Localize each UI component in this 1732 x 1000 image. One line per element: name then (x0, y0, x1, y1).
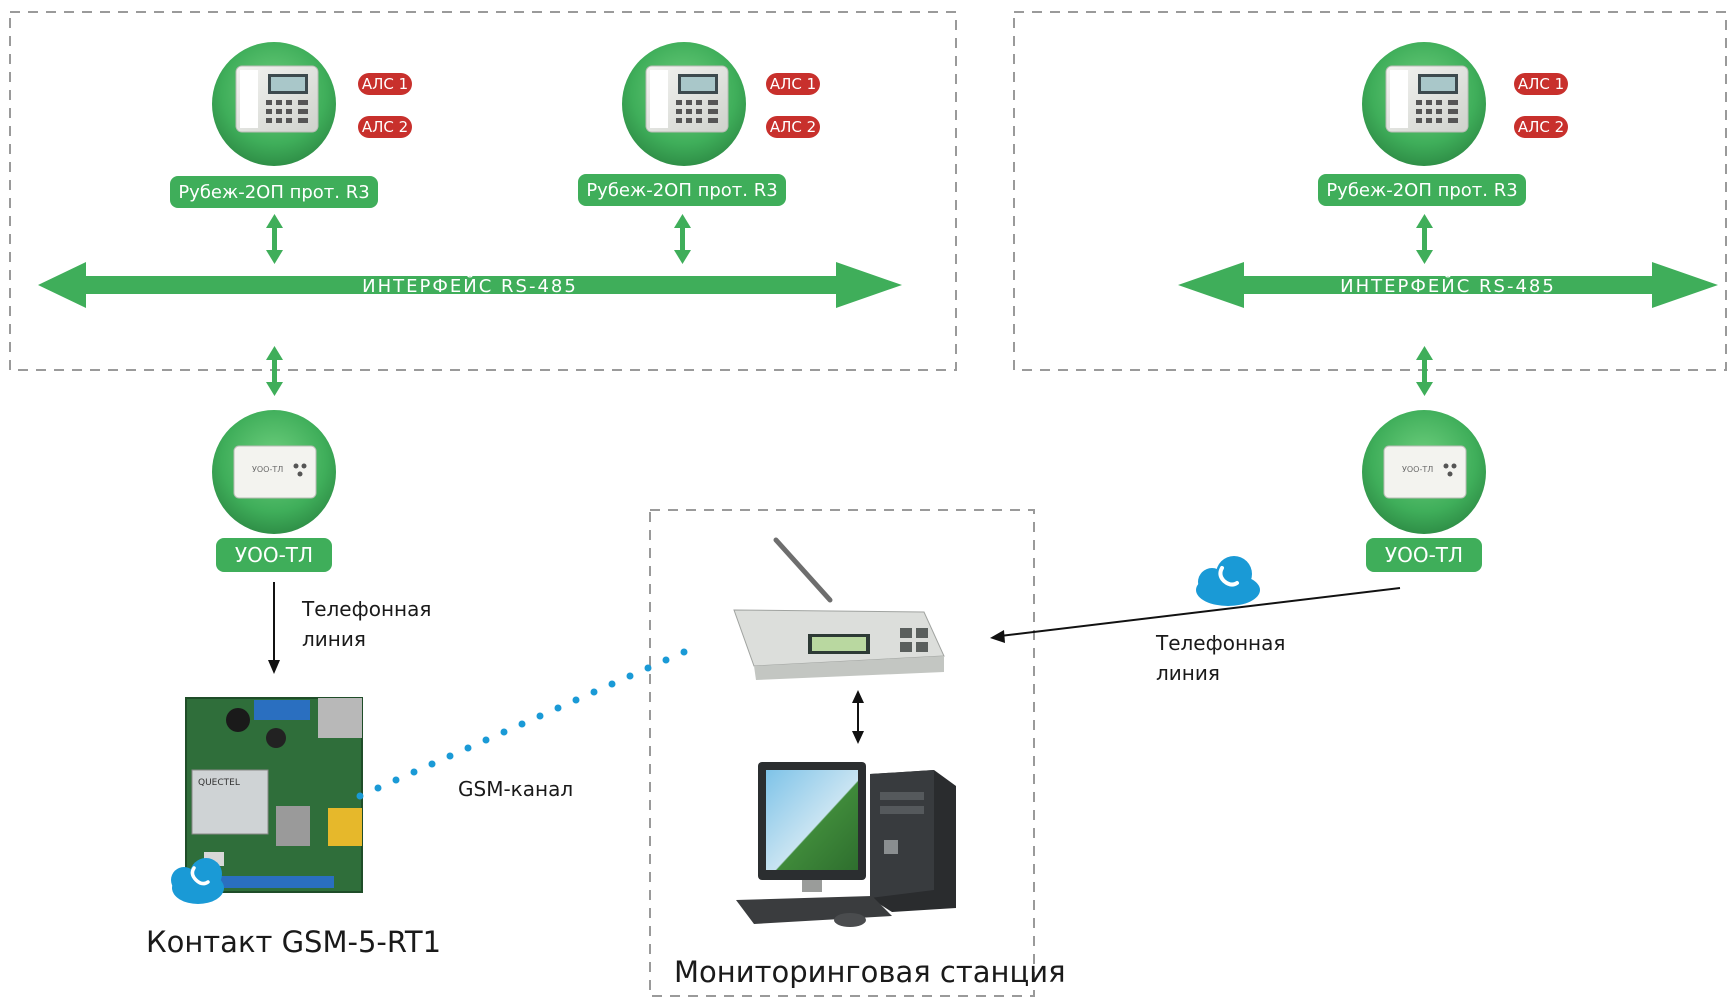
right-uoo: УОО-ТЛ УОО-ТЛ (1362, 410, 1486, 572)
green-arrow-icon (1416, 346, 1433, 396)
panel-label-pill (1318, 174, 1526, 206)
panel-label: Рубеж-2ОП прот. R3 (178, 182, 369, 203)
loop1-label: АЛС 1 (1518, 75, 1564, 93)
loop2-tag (358, 116, 412, 138)
right-phone-line-text-1: Телефонная (1155, 631, 1285, 655)
loop1-label: АЛС 1 (770, 75, 816, 93)
loop1-tag (358, 73, 412, 95)
right-phone-line-text-2: линия (1156, 661, 1220, 685)
loop2-label: АЛС 2 (362, 118, 408, 136)
left-phone-line: Телефонная линия (268, 582, 431, 674)
uoo-device-icon: УОО-ТЛ (212, 410, 336, 534)
right-phone-line: Телефонная линия (990, 587, 1401, 685)
monitoring-title: Мониторинговая станция (674, 955, 1066, 989)
receiver-icon (733, 537, 945, 680)
panel-b: АЛС 1 АЛС 2 Рубеж-2ОП прот. R3 (578, 42, 862, 264)
uoo-label: УОО-ТЛ (235, 543, 313, 567)
green-arrow-icon (674, 214, 691, 264)
gsm-device-title: Контакт GSM-5-RT1 (146, 925, 441, 959)
uoo-device-text: УОО-ТЛ (1402, 465, 1433, 474)
panel-label: Рубеж-2ОП прот. R3 (1326, 180, 1517, 201)
loop1-label: АЛС 1 (362, 75, 408, 93)
left-phone-line-text-1: Телефонная (301, 597, 431, 621)
gsm-board-icon: QUECTEL (185, 697, 363, 893)
gsm-channel-dots (356, 648, 688, 800)
loop2-tag (766, 116, 820, 138)
gsm-module-text: QUECTEL (198, 778, 240, 788)
panel-label-pill (578, 174, 786, 206)
right-panel: АЛС 1 АЛС 2 Рубеж-2ОП прот. R3 (1318, 42, 1604, 264)
panel-label: Рубеж-2ОП прот. R3 (586, 180, 777, 201)
uoo-label-pill (216, 538, 332, 572)
panel-device-icon (212, 42, 336, 166)
loop1-tag (1514, 73, 1568, 95)
phone-cloud-icon (171, 858, 224, 904)
left-phone-line-text-2: линия (302, 627, 366, 651)
phone-cloud-icon (1196, 556, 1260, 606)
green-arrow-icon (266, 214, 283, 264)
left-uoo: УОО-ТЛ УОО-ТЛ (212, 410, 336, 572)
left-bus-label: ИНТЕРФЕЙС RS-485 (362, 275, 578, 297)
computer-icon (736, 762, 956, 927)
panel-a: АЛС 1 АЛС 2 Рубеж-2ОП прот. R3 (170, 42, 452, 264)
monitoring-frame (649, 509, 1035, 997)
left-bus: ИНТЕРФЕЙС RS-485 (38, 262, 902, 308)
uoo-label: УОО-ТЛ (1385, 543, 1463, 567)
green-arrow-icon (1416, 214, 1433, 264)
right-bus-label: ИНТЕРФЕЙС RS-485 (1340, 275, 1556, 297)
loop2-label: АЛС 2 (770, 118, 816, 136)
uoo-device-text: УОО-ТЛ (252, 465, 283, 474)
uoo-label-pill (1366, 538, 1482, 572)
left-group-frame (9, 11, 957, 371)
panel-device-icon (622, 42, 746, 166)
right-bus: ИНТЕРФЕЙС RS-485 (1178, 262, 1718, 308)
panel-device-icon (1362, 42, 1486, 166)
panel-label-pill (170, 176, 378, 208)
loop2-label: АЛС 2 (1518, 118, 1564, 136)
loop1-tag (766, 73, 820, 95)
green-arrow-icon (266, 346, 283, 396)
uoo-device-icon: УОО-ТЛ (1362, 410, 1486, 534)
loop2-tag (1514, 116, 1568, 138)
gsm-channel-label: GSM-канал (458, 777, 573, 801)
right-group-frame (1013, 11, 1727, 371)
receiver-computer-link (852, 690, 864, 744)
